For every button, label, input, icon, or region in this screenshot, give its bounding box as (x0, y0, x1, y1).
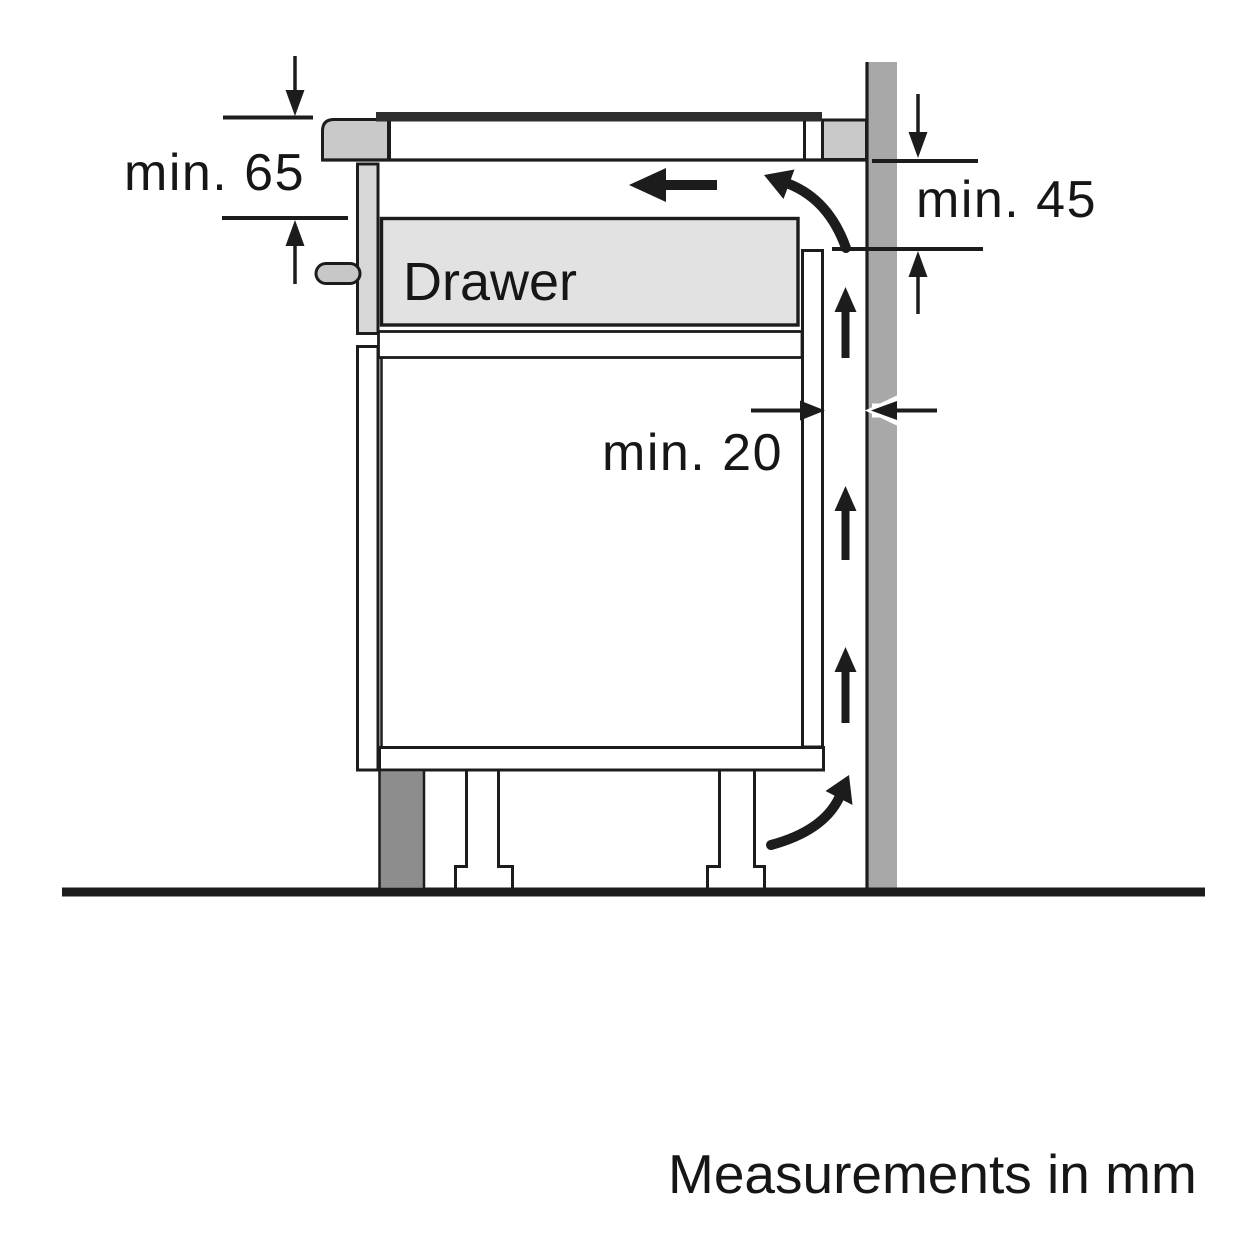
worktop-rear-section (821, 118, 868, 161)
airflow-curved-arrow-bottom-icon (825, 775, 853, 805)
dimension-min20: min. 20 (602, 394, 940, 482)
arrow-down-icon (908, 132, 928, 158)
min45-label: min. 45 (916, 171, 1097, 229)
front-leg (454, 768, 514, 891)
airflow-arrows (629, 168, 857, 850)
airflow-up-arrow-icon (834, 486, 857, 511)
dimension-min65: min. 65 (124, 56, 348, 284)
drawer-box (379, 216, 800, 327)
worktop-front-edge (321, 118, 390, 162)
dimension-min45: min. 45 (832, 94, 1097, 314)
cabinet-back-panel (801, 249, 824, 749)
arrow-down-icon (285, 90, 305, 116)
rear-leg (706, 768, 766, 891)
hob-glass-panel (376, 112, 822, 122)
footer-note: Measurements in mm (668, 1143, 1197, 1205)
airflow-curved-arrow-top-icon (764, 169, 795, 199)
airflow-up-arrow-icon (834, 647, 857, 672)
arrow-right-icon (800, 400, 825, 421)
drawer-front-panel (356, 162, 380, 335)
base-cabinet: Drawer (314, 162, 825, 891)
cabinet-bottom-board (378, 746, 825, 772)
worktop-and-hob (321, 112, 868, 162)
arrow-up-icon (908, 251, 928, 277)
min65-label: min. 65 (124, 144, 305, 202)
arrow-left-icon (871, 401, 897, 420)
drawer-handle (314, 262, 362, 285)
drawer-label: Drawer (403, 252, 577, 312)
wall (868, 62, 897, 891)
plinth-panel (378, 768, 426, 891)
arrow-up-icon (285, 220, 305, 246)
airflow-curved-arrow-bottom-shaft (766, 793, 844, 850)
cabinet-door (356, 345, 380, 772)
drawer-rail (377, 330, 804, 359)
airflow-curved-arrow-top-shaft (784, 179, 851, 253)
min20-label: min. 20 (602, 424, 783, 482)
room-structure (62, 62, 1205, 897)
airflow-left-arrow-icon (629, 168, 666, 202)
airflow-up-arrow-icon (834, 287, 857, 312)
